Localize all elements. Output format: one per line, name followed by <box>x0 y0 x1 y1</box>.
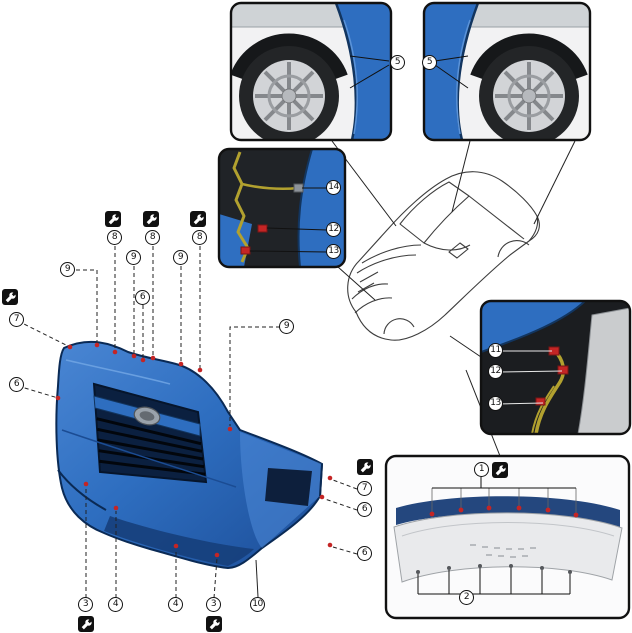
callout-7-right: 7 <box>357 481 372 496</box>
callout-5-wheel-inset-right: 5 <box>422 55 437 70</box>
callout-11: 11 <box>488 343 503 358</box>
callout-12-right-inset: 12 <box>488 364 503 379</box>
clip-tool-icon <box>105 211 121 227</box>
inset-borders <box>217 1 632 620</box>
callout-8-b: 8 <box>145 230 160 245</box>
callout-6-right-lower: 6 <box>357 546 372 561</box>
inset-wheel-right-content <box>424 3 590 140</box>
callout-5-wheel-inset-left: 5 <box>390 55 405 70</box>
callout-8-a: 8 <box>107 230 122 245</box>
callout-10-leader <box>255 559 259 598</box>
clip-tool-icon <box>206 616 222 632</box>
callout-1: 1 <box>474 462 489 477</box>
inset-harness-upper-content <box>219 149 345 267</box>
callout-13-right-inset: 13 <box>488 396 503 411</box>
clip-tool-icon <box>143 211 159 227</box>
callout-8-c: 8 <box>192 230 207 245</box>
clip-tool-icon <box>78 616 94 632</box>
callout-4-a: 4 <box>108 597 123 612</box>
callout-4-b: 4 <box>168 597 183 612</box>
callout-3-b: 3 <box>206 597 221 612</box>
bumper-illustration <box>55 340 324 570</box>
callout-6-right-upper: 6 <box>357 502 372 517</box>
callout-6-center: 6 <box>135 290 150 305</box>
callout-3-a: 3 <box>78 597 93 612</box>
inset-harness-lower-content <box>481 301 630 434</box>
callout-6-left: 6 <box>9 377 24 392</box>
emblem-mount <box>133 406 161 426</box>
callout-leader-lines <box>17 246 358 599</box>
callout-12-upper-inset: 12 <box>326 222 341 237</box>
clip-tool-icon <box>2 289 18 305</box>
callout-10: 10 <box>250 597 265 612</box>
inset-lower-valance-content <box>386 456 629 618</box>
vehicle-outline <box>347 171 540 341</box>
callout-14: 14 <box>326 180 341 195</box>
clip-tool-icon <box>492 462 508 478</box>
clip-tool-icon <box>357 459 373 475</box>
callout-9-d: 9 <box>279 319 294 334</box>
callout-2: 2 <box>459 590 474 605</box>
clip-markers <box>55 342 333 558</box>
clip-tool-icon <box>190 211 206 227</box>
callout-7-left: 7 <box>9 312 24 327</box>
callout-9-a: 9 <box>60 262 75 277</box>
callout-13-upper-inset: 13 <box>326 244 341 259</box>
callout-9-c: 9 <box>173 250 188 265</box>
callout-9-b: 9 <box>126 250 141 265</box>
inset-wheel-left-content <box>231 3 391 140</box>
